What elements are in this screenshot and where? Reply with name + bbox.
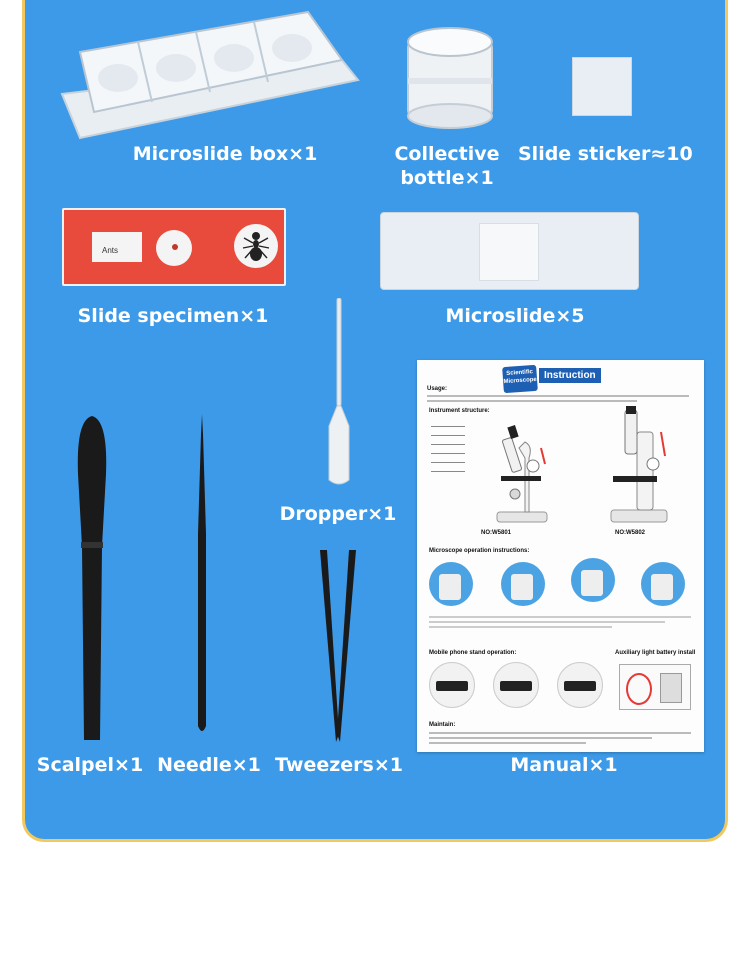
manual-instrument-label: Instrument structure: [429, 408, 490, 414]
slide-sticker-image [572, 57, 632, 116]
microslide-box-label: Microslide box×1 [132, 143, 318, 165]
tweezers-image [320, 550, 356, 742]
operation-step-3 [571, 558, 615, 602]
manual-model-a: NO:W5801 [481, 530, 512, 536]
microslide-box-image [60, 10, 360, 140]
specimen-dot [172, 244, 178, 250]
manual-badge: Scientific Microscope [502, 364, 538, 394]
microscope-b-diagram [610, 406, 668, 523]
dropper-image [328, 298, 350, 485]
needle-image [198, 414, 206, 731]
microslide-image [380, 212, 639, 290]
manual-callouts-a [431, 420, 465, 480]
collective-bottle-image [407, 27, 493, 129]
manual-battery-label: Auxiliary light battery install [615, 650, 696, 656]
collective-bottle-label-line2: bottle×1 [400, 167, 494, 189]
manual-label: Manual×1 [510, 754, 618, 776]
operation-step-4 [641, 562, 685, 606]
operation-step-2 [501, 562, 545, 606]
manual-operation-label: Microscope operation instructions: [429, 548, 530, 554]
tweezers-label: Tweezers×1 [275, 754, 403, 776]
scalpel-label: Scalpel×1 [36, 754, 144, 776]
scalpel-image [77, 416, 107, 740]
battery-diagram [619, 664, 691, 710]
dropper-label: Dropper×1 [279, 503, 397, 525]
phone-step-1 [429, 662, 475, 708]
specimen-label-text: Ants [102, 246, 119, 255]
microslide-pad [479, 223, 539, 281]
specimen-label-box [92, 232, 142, 262]
manual-usage-lines [427, 395, 689, 402]
phone-step-3 [557, 662, 603, 708]
operation-step-1 [429, 562, 473, 606]
manual-maintain-lines [429, 732, 691, 744]
slide-specimen-image: Ants [62, 208, 286, 286]
manual-operation-captions [429, 616, 691, 628]
slide-sticker-label: Slide sticker≈10 [518, 143, 693, 165]
manual-title: Instruction [539, 368, 601, 383]
ant-icon [242, 232, 270, 261]
manual-phone-label: Mobile phone stand operation: [429, 650, 517, 656]
collective-bottle-label-line1: Collective [394, 143, 500, 165]
manual-usage-label: Usage: [427, 386, 448, 392]
microscope-a-diagram [496, 425, 548, 523]
manual-image: Scientific Microscope Instruction Usage:… [417, 360, 704, 752]
needle-label: Needle×1 [157, 754, 261, 776]
slide-specimen-label: Slide specimen×1 [77, 305, 269, 327]
phone-step-2 [493, 662, 539, 708]
microslide-label: Microslide×5 [445, 305, 585, 327]
manual-model-b: NO:W5802 [615, 530, 646, 536]
manual-maintain-label: Maintain: [429, 722, 456, 728]
